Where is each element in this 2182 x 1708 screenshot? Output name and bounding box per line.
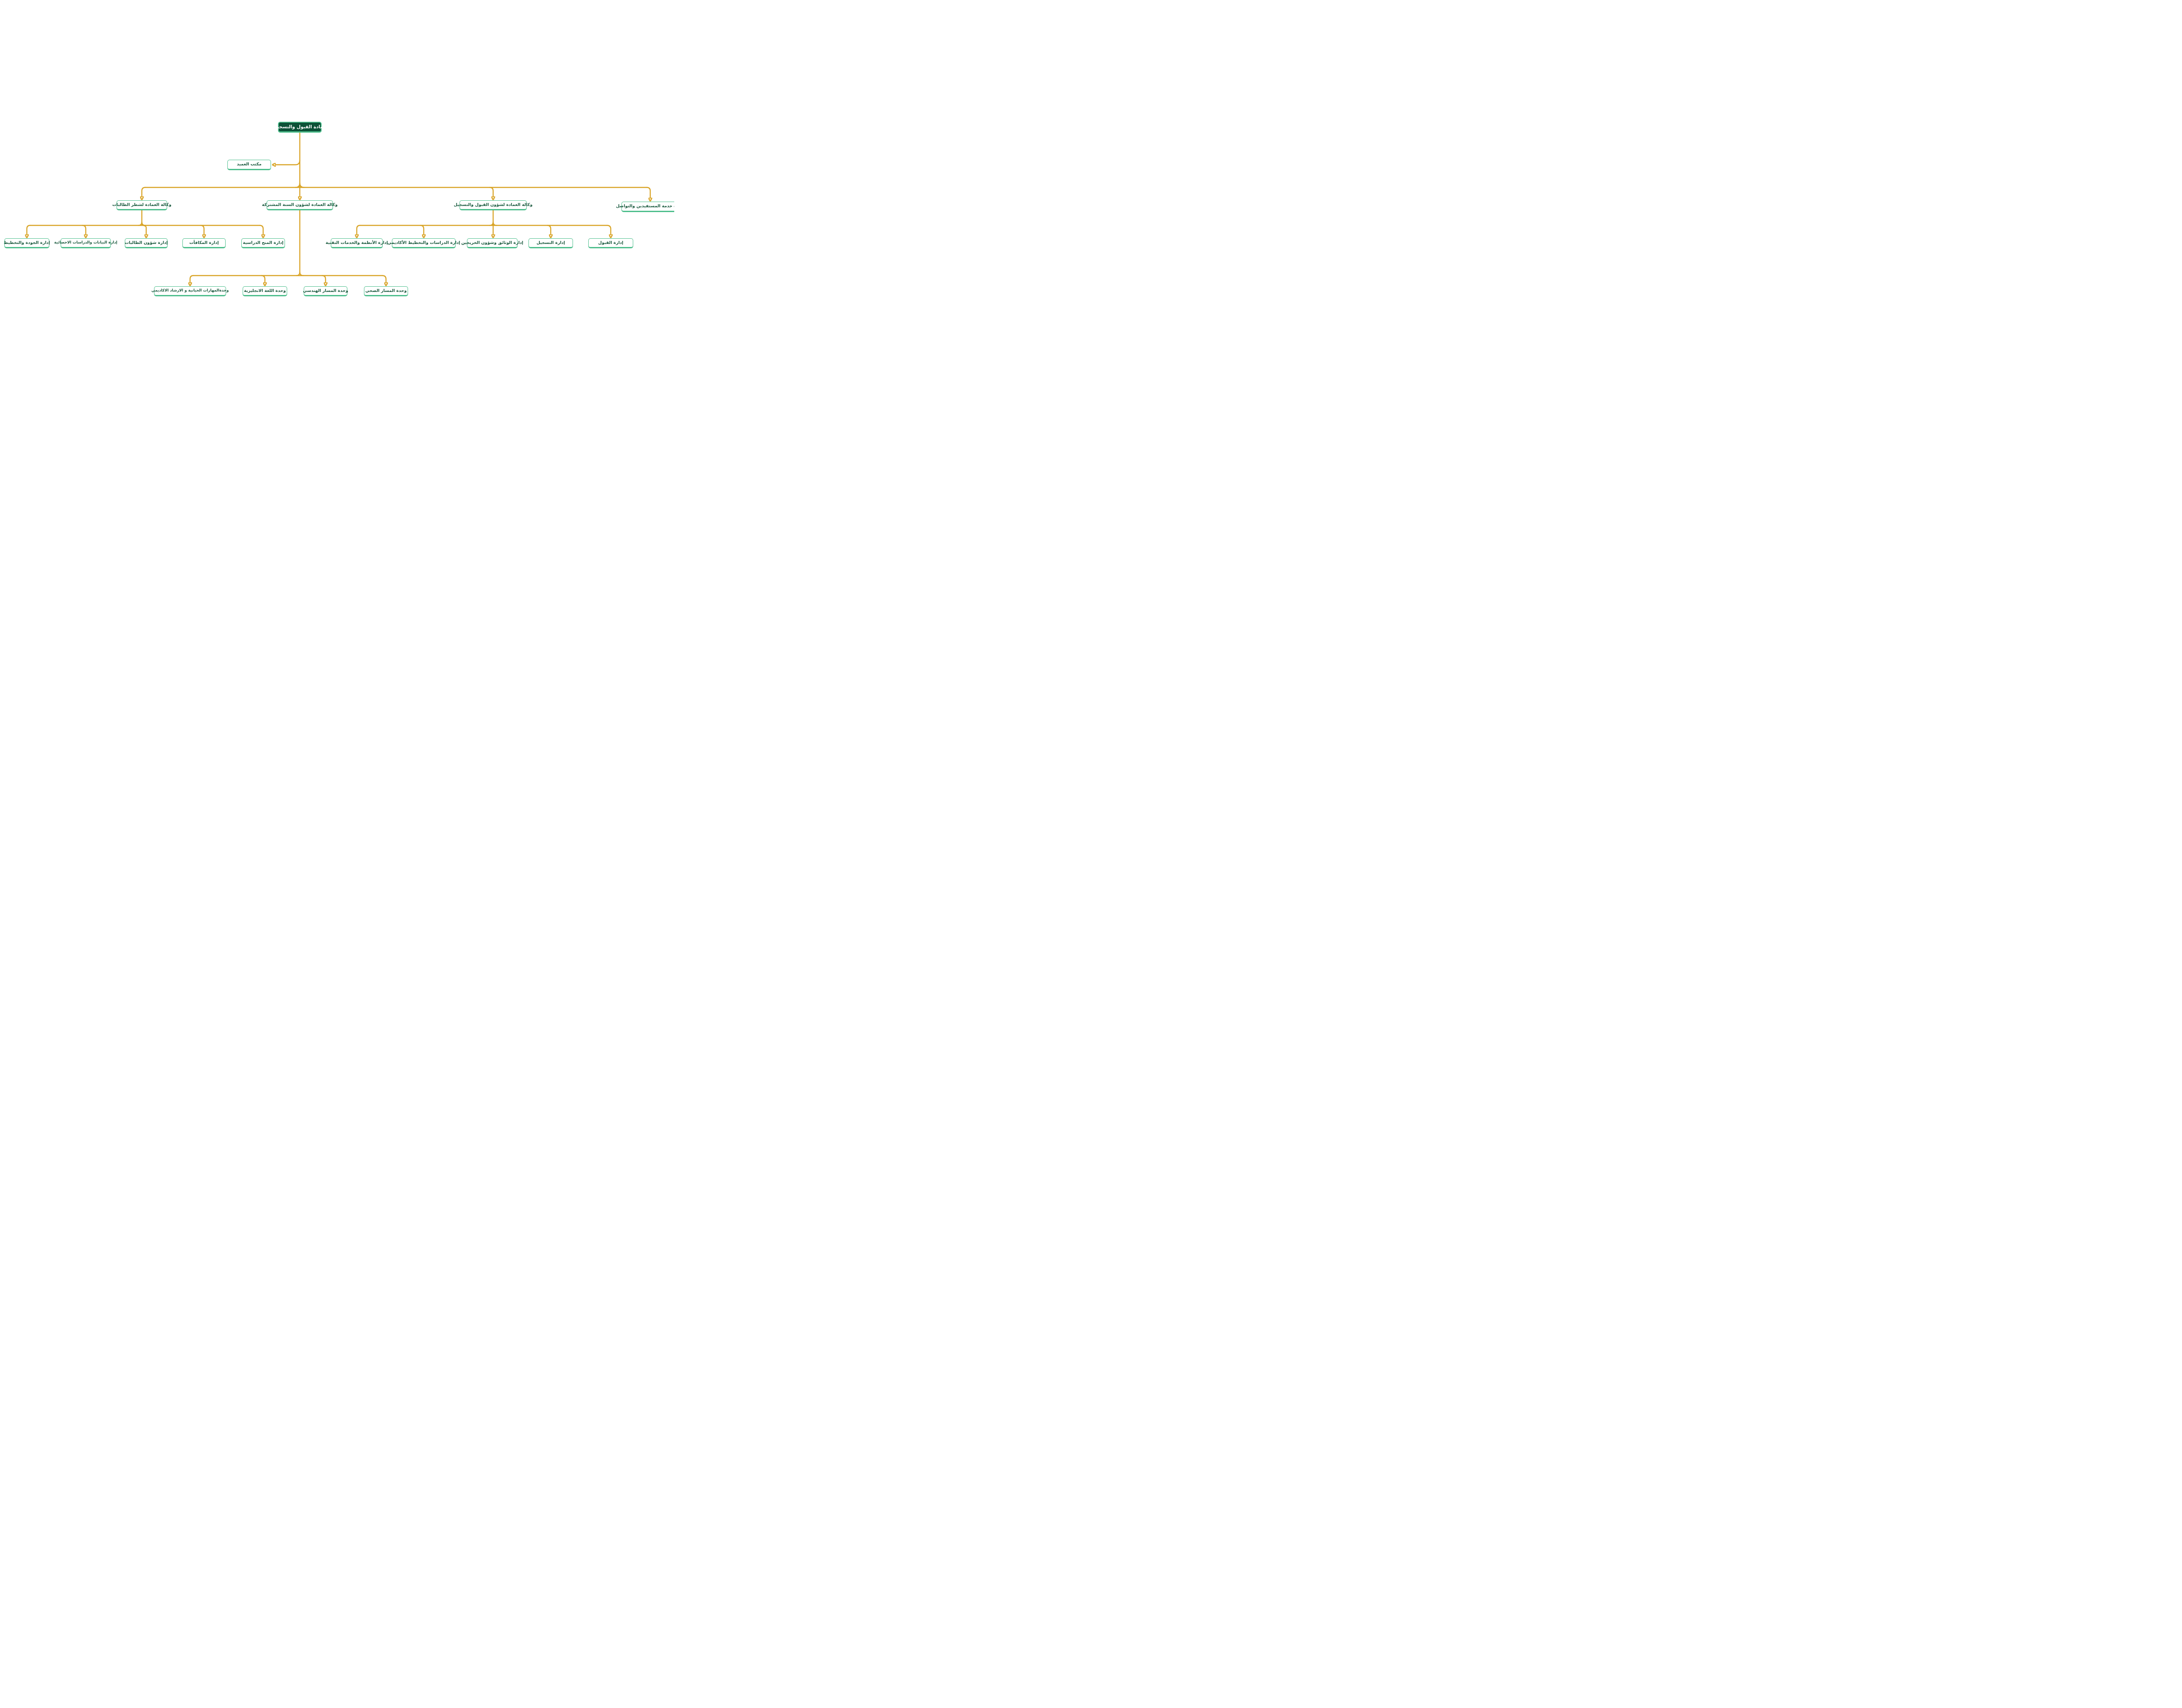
- node-engineering-track-unit: وحدة المسار الهندسي: [303, 286, 348, 296]
- node-data-statistics-dept: إدارة البيانات والدراسات الاحصائية: [54, 238, 117, 248]
- node-beneficiary-service-dept: إدارة خدمة المستفيدين والتواصل: [616, 202, 674, 212]
- node-registration-dept: إدارة التسجيل: [528, 238, 573, 248]
- connector-root-to-dean-office: [275, 159, 301, 165]
- node-systems-technical-services-dept: إدارة الأنظمة والخدمات التقنية: [326, 238, 388, 248]
- node-scholarships-dept: إدارة المنح الدراسية: [241, 238, 285, 248]
- node-female-students-affairs-dept: إدارة شؤون الطالبات: [125, 238, 168, 248]
- node-english-language-unit: وحدة اللغة الانجليزية: [243, 286, 287, 296]
- node-dean-office: مكتب العميد: [227, 160, 271, 170]
- node-life-skills-academic-advising-unit: وحدةالمهارات الحياتية و الارشاد الاكاديم…: [151, 286, 229, 296]
- connector-admission-subtree: [357, 209, 611, 235]
- node-vice-deanship-female-section: وكالة العمادة لشطر الطالبات: [112, 200, 172, 210]
- node-root-deanship: عمادة القبول والتسجيل: [273, 122, 326, 133]
- connector-level1-bus: [142, 187, 650, 199]
- node-documents-graduates-affairs-dept: إدارة الوثائق وشؤون الخريجين: [461, 238, 523, 248]
- org-chart: عمادة القبول والتسجيل مكتب العميد وكالة …: [0, 0, 674, 412]
- node-admission-dept: إدارة القبول: [588, 238, 633, 248]
- node-vice-deanship-common-year: وكالة العمادة لشؤون السنة المشتركة: [262, 200, 338, 210]
- node-studies-academic-planning-dept: إدارة الدراسات والتخطيط الأكاديمي: [388, 238, 460, 248]
- connector-common-year-subtree: [190, 209, 386, 283]
- node-health-track-unit: وحدة المسار الصحي: [364, 286, 408, 296]
- node-vice-deanship-admission-registration: وكالة العمادة لشؤون القبول والتسجيل: [454, 200, 532, 210]
- connector-layer: [0, 132, 674, 412]
- node-rewards-dept: إدارة المكافأت: [182, 238, 226, 248]
- node-quality-planning-dept: إدارة الجودة والتخطيط: [4, 238, 50, 248]
- connector-female-section-subtree: [27, 209, 264, 235]
